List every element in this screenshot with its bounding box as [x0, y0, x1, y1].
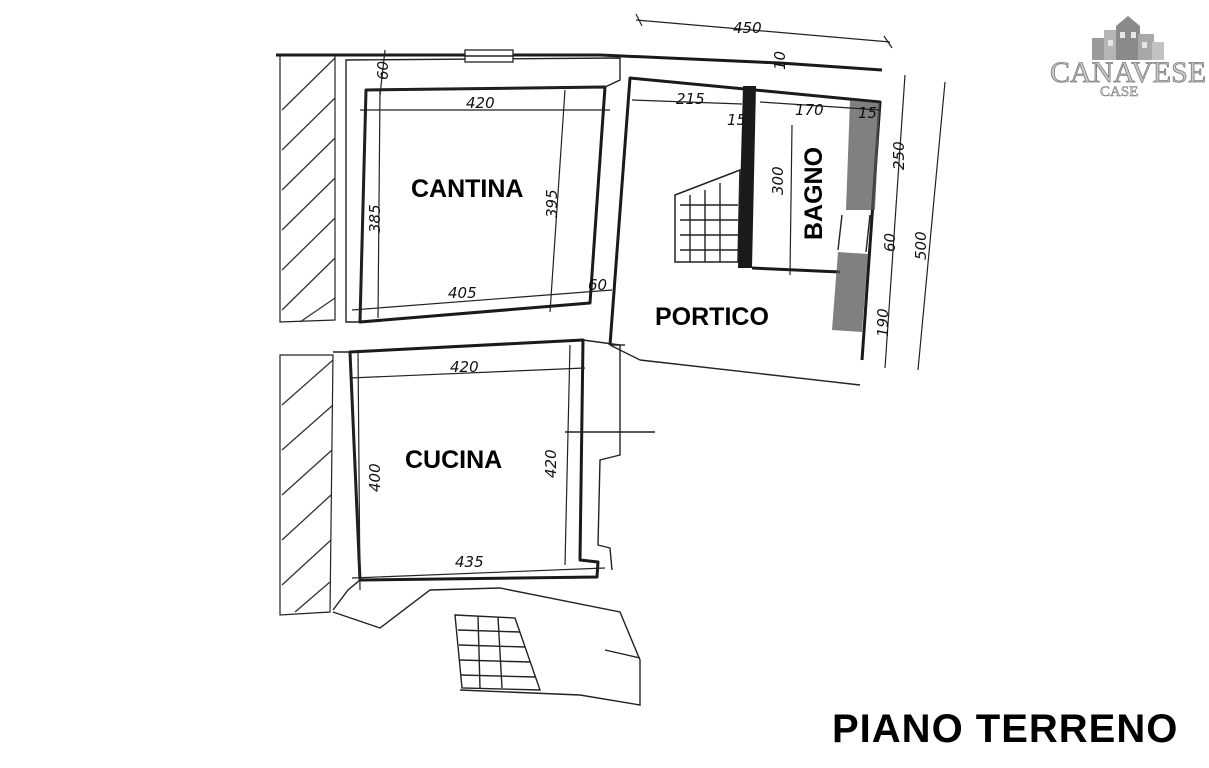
- dim-top-total: 450: [733, 19, 762, 37]
- dim-cantina-width-bottom: 405: [448, 284, 477, 302]
- cucina-outer: [332, 351, 361, 611]
- dim-right-total: 500: [912, 231, 930, 260]
- lower-staircase: [454, 614, 541, 691]
- dim-bagno-height: 300: [769, 166, 787, 195]
- exterior-top-line: [276, 53, 883, 72]
- cantina-walls: [358, 85, 607, 324]
- bagno-outer-wall-upper: [846, 100, 880, 210]
- hatched-wall-lower: [279, 354, 334, 616]
- bagno-bottom-wall: [751, 266, 841, 274]
- room-label-portico: PORTICO: [655, 303, 769, 331]
- hatched-wall-upper: [279, 54, 336, 323]
- logo-brand: CANAVESE: [1050, 56, 1206, 89]
- dim-cucina-width-bottom: 435: [455, 553, 484, 571]
- cucina-right-wall: [582, 339, 621, 571]
- dimension-lines: [349, 13, 946, 591]
- logo-sub: CASE: [1100, 84, 1138, 100]
- dim-cucina-width-top: 420: [450, 358, 479, 376]
- dim-cantina-height-right: 395: [543, 189, 561, 218]
- canavese-case-logo: CANAVESE CASE: [1050, 16, 1207, 100]
- cantina-outer: [345, 57, 621, 323]
- dim-cantina-wall: 60: [588, 276, 607, 294]
- room-label-bagno: BAGNO: [800, 147, 828, 240]
- dim-cucina-height-right: 420: [542, 449, 560, 478]
- portico-staircase: [674, 168, 741, 263]
- page-title: PIANO TERRENO: [832, 707, 1178, 751]
- dim-cantina-height-left: 385: [366, 204, 384, 233]
- cantina-window: [464, 49, 514, 63]
- lower-exterior: [332, 587, 641, 706]
- dim-cucina-height-left: 400: [366, 463, 384, 492]
- room-label-cucina: CUCINA: [405, 446, 502, 474]
- room-label-cantina: CANTINA: [411, 175, 524, 203]
- dim-wall-10: 10: [771, 51, 789, 70]
- dim-right-250: 250: [890, 141, 908, 170]
- dim-right-60: 60: [881, 233, 899, 252]
- portico-front-line: [639, 359, 861, 386]
- dim-bagno-width: 170: [795, 101, 824, 119]
- dim-wall-15-a: 15: [727, 111, 746, 129]
- dim-wall-15-b: 15: [858, 104, 877, 122]
- dim-cantina-top-offset: 60: [374, 61, 392, 80]
- bagno-outer-wall-lower: [832, 252, 868, 332]
- bagno-partition-wall: [738, 86, 756, 268]
- dim-cantina-width-top: 420: [466, 94, 495, 112]
- dim-portico-stair-width: 215: [676, 90, 705, 108]
- dim-right-190: 190: [874, 308, 892, 337]
